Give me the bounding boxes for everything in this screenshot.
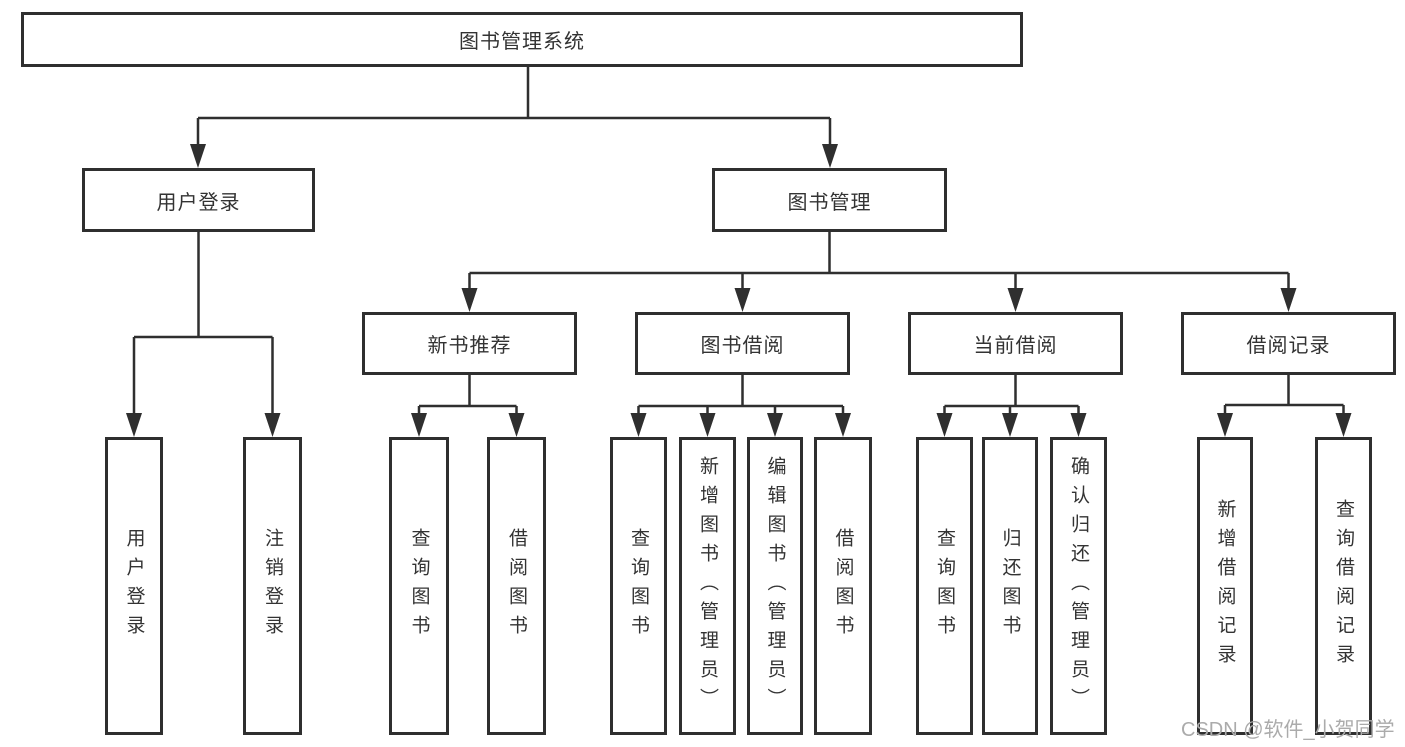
leaf-add-borrow-record: 新增借阅记录 (1197, 437, 1253, 735)
leaf-user-login-label: 用户登录 (123, 528, 145, 644)
leaf-confirm-return-admin-label: 确认归还（管理员） (1068, 455, 1089, 717)
node-book-borrowing-label: 图书借阅 (700, 335, 785, 357)
csdn-watermark: CSDN @软件_小贺同学 (1181, 719, 1395, 741)
leaf-logout: 注销登录 (243, 437, 302, 735)
leaf-edit-book-admin: 编辑图书（管理员） (747, 437, 803, 735)
node-new-book-recommend-label: 新书推荐 (427, 335, 512, 357)
node-user-login: 用户登录 (82, 168, 315, 232)
leaf-return-book: 归还图书 (982, 437, 1038, 735)
leaf-query-books-recommend-label: 查询图书 (408, 528, 430, 644)
leaf-query-books-borrow-label: 查询图书 (628, 528, 649, 644)
leaf-query-books-current-label: 查询图书 (934, 528, 955, 644)
leaf-query-books-current: 查询图书 (916, 437, 973, 735)
node-user-login-label: 用户登录 (156, 191, 241, 214)
leaf-borrow-books-recommend-label: 借阅图书 (506, 528, 527, 644)
leaf-borrow-books-borrow: 借阅图书 (814, 437, 872, 735)
leaf-logout-label: 注销登录 (262, 528, 283, 644)
leaf-edit-book-admin-label: 编辑图书（管理员） (764, 455, 786, 717)
node-new-book-recommend: 新书推荐 (362, 312, 577, 375)
leaf-query-borrow-record-label: 查询借阅记录 (1333, 499, 1354, 673)
leaf-add-borrow-record-label: 新增借阅记录 (1214, 499, 1236, 673)
leaf-borrow-books-borrow-label: 借阅图书 (832, 528, 854, 644)
leaf-add-book-admin-label: 新增图书（管理员） (697, 455, 718, 717)
node-book-management-label: 图书管理 (787, 191, 872, 214)
leaf-return-book-label: 归还图书 (999, 528, 1021, 644)
leaf-query-books-borrow: 查询图书 (610, 437, 667, 735)
node-book-management: 图书管理 (712, 168, 947, 232)
node-borrowing-records: 借阅记录 (1181, 312, 1396, 375)
node-root: 图书管理系统 (21, 12, 1023, 67)
leaf-user-login: 用户登录 (105, 437, 163, 735)
leaf-confirm-return-admin: 确认归还（管理员） (1050, 437, 1107, 735)
leaf-add-book-admin: 新增图书（管理员） (679, 437, 736, 735)
node-borrowing-records-label: 借阅记录 (1246, 335, 1331, 357)
node-current-borrowing-label: 当前借阅 (973, 335, 1058, 357)
node-root-label: 图书管理系统 (459, 31, 585, 53)
leaf-query-books-recommend: 查询图书 (389, 437, 449, 735)
node-current-borrowing: 当前借阅 (908, 312, 1123, 375)
node-book-borrowing: 图书借阅 (635, 312, 850, 375)
leaf-borrow-books-recommend: 借阅图书 (487, 437, 546, 735)
leaf-query-borrow-record: 查询借阅记录 (1315, 437, 1372, 735)
